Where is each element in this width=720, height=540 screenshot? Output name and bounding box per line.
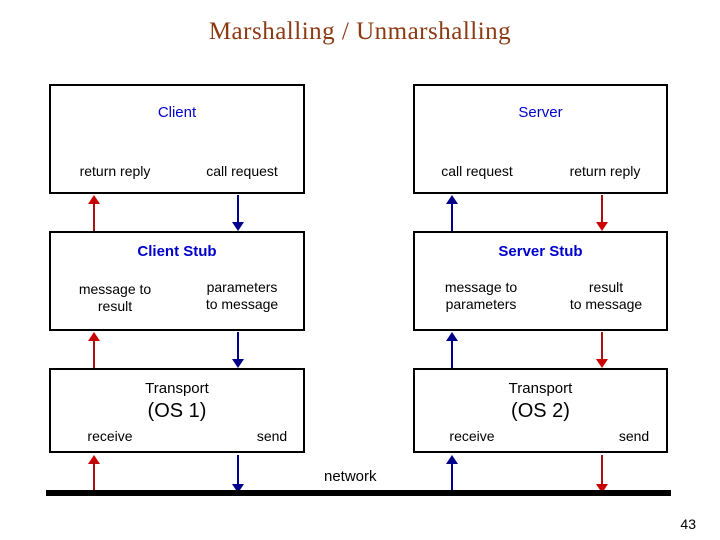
arrow-shaft	[237, 195, 239, 225]
arrow-transport2-receive-up	[444, 455, 460, 493]
arrow-head-icon	[88, 455, 100, 464]
server-box-title: Server	[518, 104, 563, 121]
arrow-serverstub-result-down	[594, 332, 610, 368]
server-stub-left-label: message to parameters	[444, 279, 518, 312]
arrow-shaft	[601, 455, 603, 487]
arrow-head-icon	[596, 222, 608, 231]
transport-os1-left-label: receive	[87, 428, 133, 444]
arrow-client-call-request-down	[230, 195, 246, 231]
client-box: Client return reply call request	[49, 84, 305, 194]
arrow-server-return-reply-down	[594, 195, 610, 231]
arrow-head-icon	[232, 359, 244, 368]
transport-os1-right-label: send	[256, 428, 288, 444]
arrow-head-icon	[446, 455, 458, 464]
arrow-head-icon	[232, 222, 244, 231]
arrow-transport1-receive-up	[86, 455, 102, 493]
arrow-client-return-reply-up	[86, 195, 102, 231]
arrow-head-icon	[232, 484, 244, 493]
server-stub-box: Server Stub message to parameters result…	[413, 231, 668, 331]
transport-os2-subtitle: (OS 2)	[511, 400, 570, 422]
server-box: Server call request return reply	[413, 84, 668, 194]
arrow-transport1-send-down	[230, 455, 246, 493]
arrow-shaft	[451, 461, 453, 493]
page-title: Marshalling / Unmarshalling	[208, 18, 512, 45]
arrow-head-icon	[596, 359, 608, 368]
transport-os2-box-title: Transport	[508, 380, 573, 397]
arrow-head-icon	[446, 332, 458, 341]
client-stub-box-title: Client Stub	[137, 243, 217, 260]
arrow-shaft	[237, 332, 239, 362]
page-number: 43	[680, 516, 696, 532]
server-right-label: return reply	[569, 163, 641, 179]
arrow-shaft	[93, 338, 95, 368]
server-left-label: call request	[441, 163, 513, 179]
transport-os2-left-label: receive	[449, 428, 495, 444]
arrow-serverstub-message-up	[444, 332, 460, 368]
network-bus-line	[46, 490, 671, 496]
transport-os2-right-label: send	[618, 428, 650, 444]
server-stub-right-label: result to message	[569, 279, 643, 312]
arrow-clientstub-parameters-down	[230, 332, 246, 368]
client-stub-left-label: message to result	[78, 281, 152, 314]
arrow-shaft	[237, 455, 239, 487]
arrow-server-call-request-up	[444, 195, 460, 231]
transport-os2-box: Transport (OS 2) receive send	[413, 368, 668, 453]
client-box-title: Client	[157, 104, 197, 121]
arrow-shaft	[451, 201, 453, 231]
client-right-label: call request	[206, 163, 278, 179]
arrow-shaft	[93, 201, 95, 231]
arrow-clientstub-message-up	[86, 332, 102, 368]
arrow-shaft	[601, 332, 603, 362]
client-left-label: return reply	[79, 163, 151, 179]
arrow-head-icon	[446, 195, 458, 204]
transport-os1-box-title: Transport	[145, 380, 209, 397]
client-stub-right-label: parameters to message	[205, 279, 279, 312]
arrow-head-icon	[88, 332, 100, 341]
arrow-shaft	[93, 461, 95, 493]
arrow-shaft	[601, 195, 603, 225]
network-label: network	[324, 468, 377, 485]
arrow-head-icon	[596, 484, 608, 493]
arrow-shaft	[451, 338, 453, 368]
transport-os1-subtitle: (OS 1)	[147, 400, 207, 422]
arrow-head-icon	[88, 195, 100, 204]
client-stub-box: Client Stub message to result parameters…	[49, 231, 305, 331]
transport-os1-box: Transport (OS 1) receive send	[49, 368, 305, 453]
server-stub-box-title: Server Stub	[498, 243, 583, 260]
arrow-transport2-send-down	[594, 455, 610, 493]
